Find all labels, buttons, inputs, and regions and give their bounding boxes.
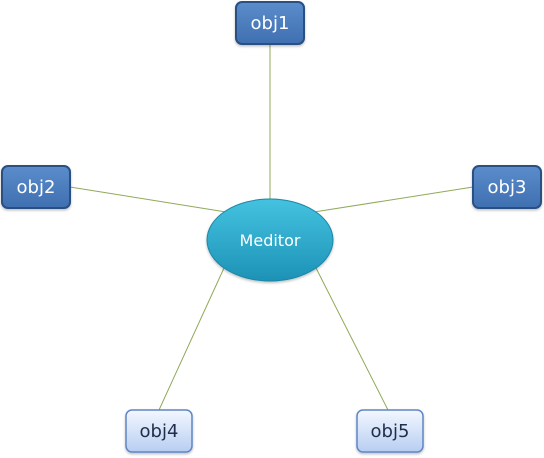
connector-obj4: [158, 267, 225, 411]
connector-obj5: [315, 267, 389, 411]
connector-obj3: [313, 186, 474, 213]
node-obj5-box: [356, 409, 424, 453]
node-obj5[interactable]: obj5: [356, 409, 424, 453]
node-obj3[interactable]: obj3: [472, 165, 542, 209]
node-obj2[interactable]: obj2: [1, 165, 71, 209]
node-obj3-box: [472, 165, 542, 209]
connector-obj2: [69, 186, 227, 213]
mediator-node[interactable]: Meditor: [206, 198, 334, 282]
node-obj4[interactable]: obj4: [125, 409, 193, 453]
node-obj4-box: [125, 409, 193, 453]
node-obj4-label: obj4: [140, 421, 179, 442]
node-obj1-label: obj1: [251, 13, 290, 34]
connectors: [69, 44, 474, 411]
node-obj5-label: obj5: [371, 421, 410, 442]
node-obj1[interactable]: obj1: [235, 1, 305, 45]
node-obj1-box: [235, 1, 305, 45]
mediator-label: Meditor: [240, 231, 301, 250]
node-obj2-box: [1, 165, 71, 209]
node-obj2-label: obj2: [17, 177, 56, 198]
mediator-ellipse: [206, 198, 334, 282]
node-obj3-label: obj3: [488, 177, 527, 198]
